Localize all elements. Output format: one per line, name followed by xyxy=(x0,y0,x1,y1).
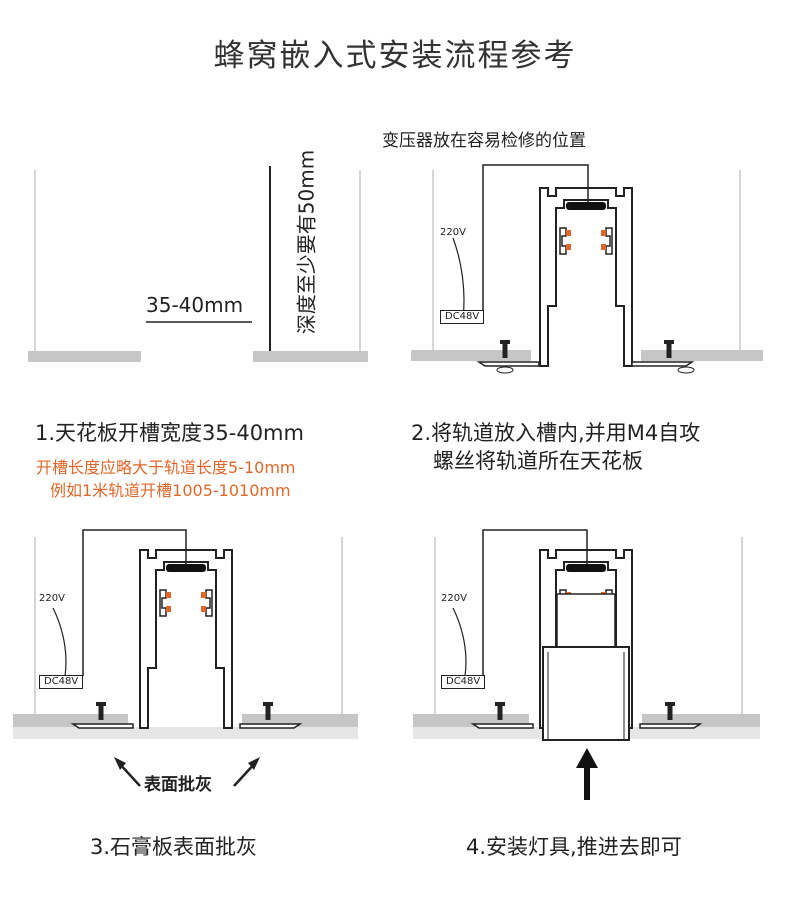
step1-diagram xyxy=(28,166,368,362)
step4-diagram xyxy=(413,529,760,800)
step1-note-line1: 开槽长度应略大于轨道长度5-10mm xyxy=(36,458,296,477)
width-label: 35-40mm xyxy=(146,293,244,317)
step4-voltage-in: 220V xyxy=(441,593,467,604)
step3-diagram xyxy=(13,529,358,787)
step2-caption-line2: 螺丝将轨道所在天花板 xyxy=(433,449,643,473)
depth-label: 深度至少要有50mm xyxy=(294,149,319,335)
step4-voltage-out: DC48V xyxy=(441,675,486,689)
page-title: 蜂窝嵌入式安装流程参考 xyxy=(213,38,577,74)
step3-caption: 3.石膏板表面批灰 xyxy=(90,835,258,859)
step3-voltage-in: 220V xyxy=(39,593,65,604)
step3-voltage-out: DC48V xyxy=(39,675,84,689)
step2-voltage-out: DC48V xyxy=(440,310,485,324)
step1-note-line2: 例如1米轨道开槽1005-1010mm xyxy=(50,481,291,500)
step2-diagram xyxy=(411,164,763,374)
step2-voltage-in: 220V xyxy=(440,227,466,238)
step4-caption: 4.安装灯具,推进去即可 xyxy=(466,835,682,859)
step2-caption-line1: 2.将轨道放入槽内,并用M4自攻 xyxy=(411,421,701,445)
step1-caption: 1.天花板开槽宽度35-40mm xyxy=(35,421,304,445)
putty-label: 表面批灰 xyxy=(144,775,212,795)
transformer-note: 变压器放在容易检修的位置 xyxy=(382,131,586,151)
